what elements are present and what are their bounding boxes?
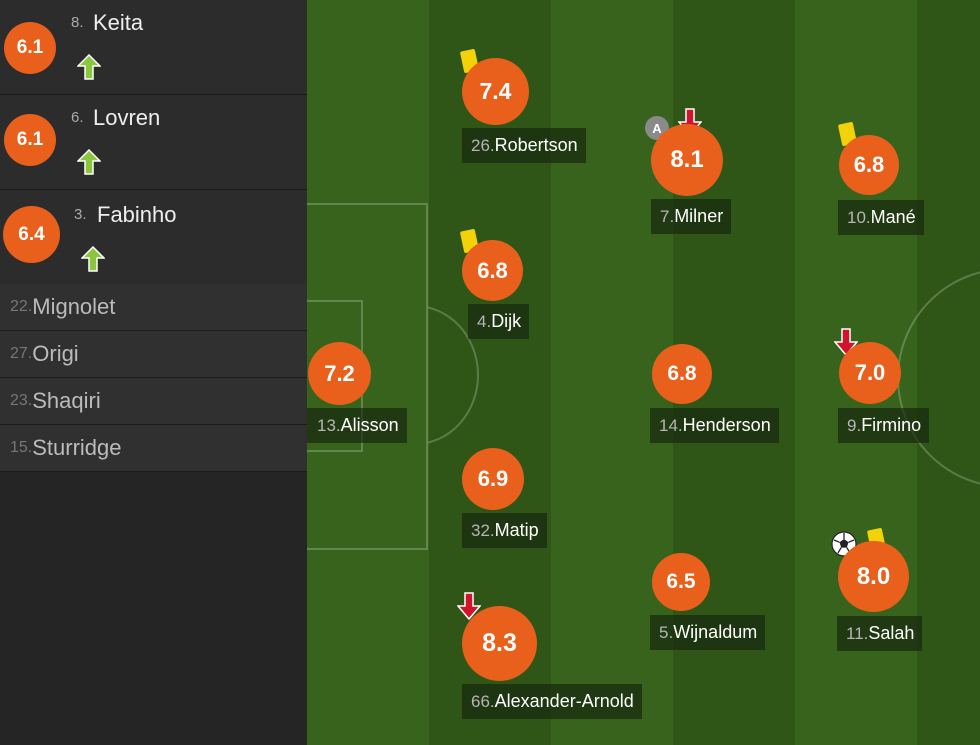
rating-badge: 6.9 (462, 448, 524, 510)
player-number: 14. (659, 415, 683, 435)
player-label: 66.Alexander-Arnold (462, 684, 642, 719)
player-henderson[interactable]: 6.8 14.Henderson (650, 342, 800, 443)
player-alisson[interactable]: 7.2 13.Alisson (307, 340, 422, 445)
player-name: Robertson (494, 135, 578, 155)
player-name: Lovren (93, 105, 161, 130)
bench-player-row[interactable]: 15. Sturridge (0, 425, 307, 472)
player-matip[interactable]: 6.9 32.Matip (462, 448, 567, 548)
rating-badge: 8.3 (462, 606, 537, 681)
player-number: 32. (471, 520, 495, 540)
player-number: 22. (10, 298, 33, 315)
player-name: Salah (868, 623, 915, 643)
player-label: 10.Mané (838, 200, 924, 235)
player-name: Firmino (861, 415, 922, 435)
bench-player-row[interactable]: 23. Shaqiri (0, 378, 307, 425)
player-firmino[interactable]: 7.0 9.Firmino (834, 328, 959, 443)
player-number: 5. (659, 622, 674, 642)
rating-badge: 6.8 (839, 135, 899, 195)
player-name: Sturridge (32, 435, 122, 460)
player-name: Dijk (491, 311, 522, 331)
player-name: Wijnaldum (673, 622, 758, 642)
player-number: 6. (71, 109, 84, 126)
rating-badge: 7.2 (308, 342, 371, 405)
player-number: 9. (847, 415, 862, 435)
player-number: 4. (477, 311, 492, 331)
rating-badge: 8.1 (651, 124, 723, 196)
sub-player-row[interactable]: 6.1 8. Keita (0, 0, 307, 95)
bench-player-row[interactable]: 22. Mignolet (0, 284, 307, 331)
player-label: 9.Firmino (838, 408, 930, 443)
rating-badge: 7.0 (839, 342, 901, 404)
player-name: Alisson (340, 415, 399, 435)
player-number: 8. (71, 14, 84, 31)
player-number: 7. (660, 206, 675, 226)
player-number: 23. (10, 392, 33, 409)
sub-player-row[interactable]: 6.1 6. Lovren (0, 95, 307, 190)
player-number: 13. (317, 415, 341, 435)
player-number: 66. (471, 691, 495, 711)
player-number: 27. (10, 345, 33, 362)
player-number: 15. (10, 439, 33, 456)
player-salah[interactable]: 8.0 11.Salah (831, 527, 951, 652)
player-name: Alexander-Arnold (494, 691, 634, 711)
rating-badge: 8.0 (838, 541, 909, 612)
bench-player-row[interactable]: 27. Origi (0, 331, 307, 378)
player-dijk[interactable]: 6.8 4.Dijk (459, 228, 547, 340)
player-number: 11. (846, 623, 869, 643)
rating-badge: 6.1 (4, 114, 56, 166)
player-label: 11.Salah (837, 616, 923, 651)
penalty-box-line (307, 203, 428, 550)
rating-badge: 6.8 (652, 344, 712, 404)
rating-badge: 6.8 (462, 240, 523, 301)
player-label: 7.Milner (651, 199, 732, 234)
player-name: Fabinho (97, 202, 177, 227)
player-name: Origi (32, 341, 79, 366)
player-name: Keita (93, 10, 144, 35)
player-label: 14.Henderson (650, 408, 779, 443)
player-number: 10. (847, 207, 871, 227)
player-mane[interactable]: 6.8 10.Mané (837, 120, 947, 236)
sub-out-arrow-icon (457, 592, 481, 620)
player-label: 26.Robertson (462, 128, 586, 163)
sub-in-arrow-icon (77, 149, 101, 175)
rating-badge: 6.4 (3, 206, 60, 263)
player-name: Henderson (682, 415, 771, 435)
player-name: Mignolet (32, 294, 116, 319)
player-name: Milner (674, 206, 724, 226)
player-number: 3. (74, 206, 87, 223)
sub-player-row[interactable]: 6.4 3. Fabinho (0, 190, 307, 285)
player-name: Shaqiri (32, 388, 101, 413)
rating-badge: 6.5 (652, 553, 710, 611)
sub-in-arrow-icon (81, 246, 105, 272)
player-wijnaldum[interactable]: 6.5 5.Wijnaldum (650, 553, 805, 653)
pitch: 7.4 26.Robertson 6.8 4.Dijk 7.2 13.Aliss… (307, 0, 980, 745)
player-robertson[interactable]: 7.4 26.Robertson (459, 48, 607, 168)
player-number: 26. (471, 135, 495, 155)
player-label: 13.Alisson (307, 408, 407, 443)
player-label: 5.Wijnaldum (650, 615, 766, 650)
player-milner[interactable]: A 8.1 7.Milner (645, 108, 765, 236)
player-alexander-arnold[interactable]: 8.3 66.Alexander-Arnold (457, 592, 682, 722)
player-name: Mané (870, 207, 916, 227)
player-name: Matip (494, 520, 539, 540)
player-label: 4.Dijk (468, 304, 530, 339)
rating-badge: 6.1 (4, 22, 56, 74)
rating-badge: 7.4 (462, 58, 529, 125)
player-label: 32.Matip (462, 513, 547, 548)
substitutes-panel: 6.1 8. Keita 6.1 6. Lovren 6.4 3. Fabinh… (0, 0, 307, 745)
sub-in-arrow-icon (77, 54, 101, 80)
